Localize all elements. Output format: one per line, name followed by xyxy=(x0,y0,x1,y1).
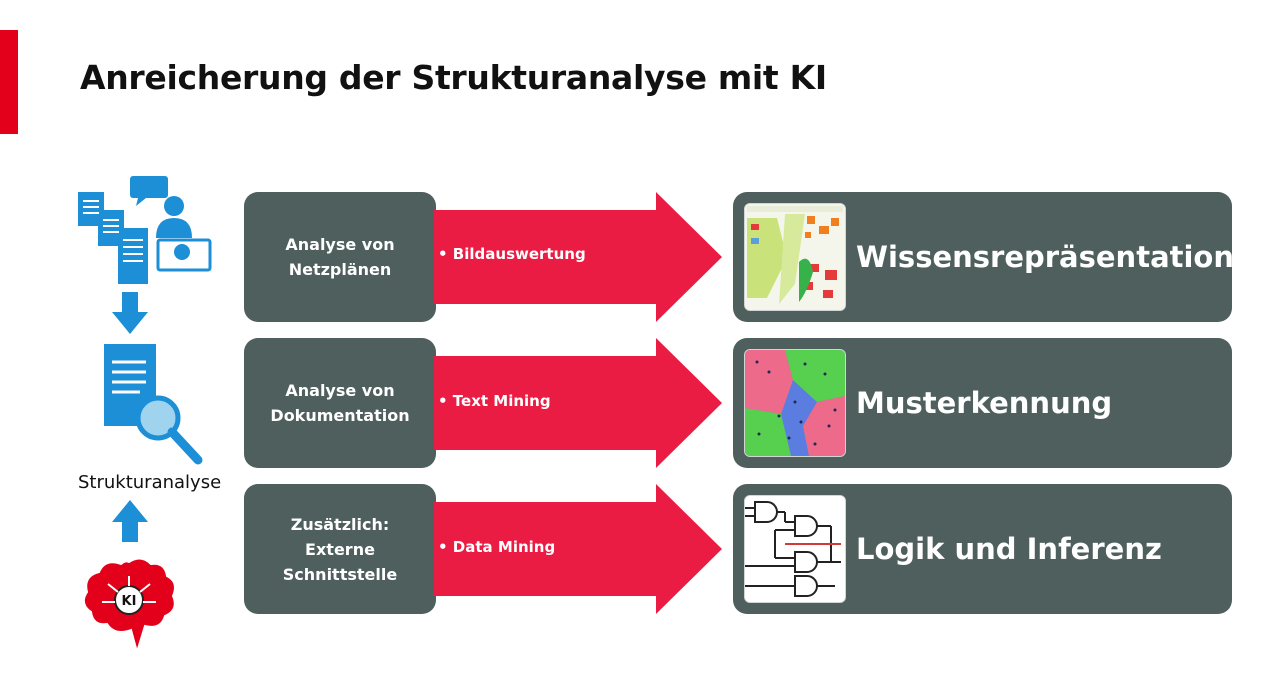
ki-badge-text: KI xyxy=(122,594,137,609)
slide-title: Anreicherung der Strukturanalyse mit KI xyxy=(80,58,827,97)
source-label: Analyse von Dokumentation xyxy=(270,381,410,425)
result-box-musterkennung: Musterkennung xyxy=(733,338,1232,468)
cluster-map-thumbnail xyxy=(744,349,846,457)
arrow-up-icon xyxy=(112,500,148,542)
arrow-down-icon xyxy=(112,292,148,334)
result-box-logik-inferenz: Logik und Inferenz xyxy=(733,484,1232,614)
result-label: Musterkennung xyxy=(856,386,1113,420)
result-box-wissensrepraesentation: Wissensrepräsentation xyxy=(733,192,1235,322)
method-label: • Data Mining xyxy=(438,538,556,556)
netzplan-map-thumbnail xyxy=(744,203,846,311)
accent-bar xyxy=(0,30,18,134)
result-label: Wissensrepräsentation xyxy=(856,240,1235,274)
documents-people-icon xyxy=(78,176,212,284)
process-arrow xyxy=(434,192,722,322)
source-box-netzplaene: Analyse von Netzplänen xyxy=(244,192,436,322)
result-label: Logik und Inferenz xyxy=(856,532,1162,566)
document-search-icon xyxy=(104,344,203,465)
source-label: Analyse von Netzplänen xyxy=(285,235,395,279)
strukturanalyse-label: Strukturanalyse xyxy=(78,472,222,493)
source-label: Zusätzlich: Externe Schnittstelle xyxy=(282,514,398,584)
process-arrow xyxy=(434,484,722,614)
method-label: • Bildauswertung xyxy=(438,245,586,263)
process-arrow xyxy=(434,338,722,468)
logic-circuit-thumbnail xyxy=(744,495,846,603)
source-box-externe-schnittstelle: Zusätzlich: Externe Schnittstelle xyxy=(244,484,436,614)
ki-brain-icon: KI xyxy=(82,557,176,654)
method-label: • Text Mining xyxy=(438,392,551,410)
source-box-dokumentation: Analyse von Dokumentation xyxy=(244,338,436,468)
